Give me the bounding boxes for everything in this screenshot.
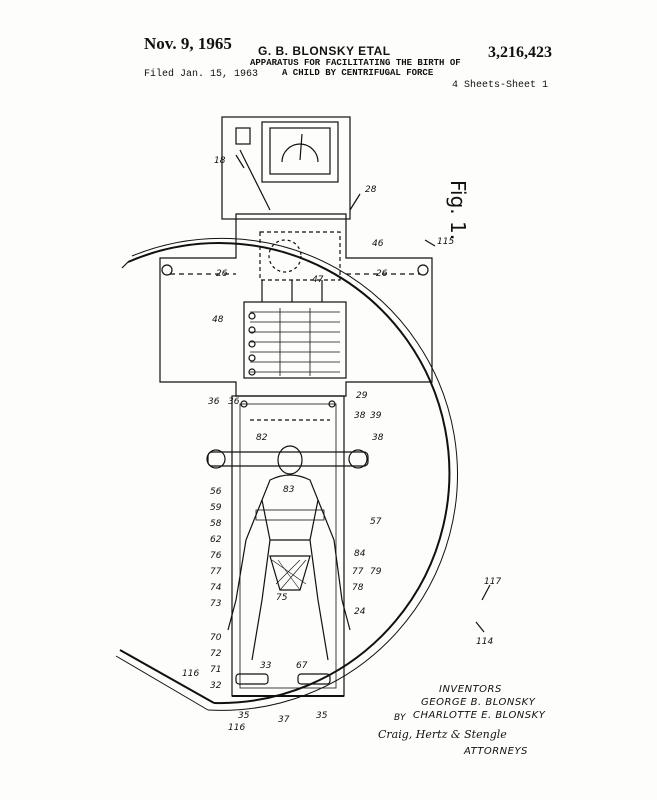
inventor-name-1: GEORGE B. BLONSKY bbox=[421, 697, 536, 708]
ref-numeral: 84 bbox=[354, 549, 366, 559]
ref-numeral: 71 bbox=[210, 665, 221, 675]
ref-numeral: 75 bbox=[276, 593, 288, 603]
ref-numeral: 26 bbox=[376, 269, 388, 279]
ref-numeral: 62 bbox=[210, 535, 222, 545]
ref-numeral: 73 bbox=[210, 599, 222, 609]
ref-numeral: 114 bbox=[476, 637, 493, 647]
ref-numeral: 32 bbox=[210, 681, 222, 691]
ref-numeral: 35 bbox=[316, 711, 328, 721]
ref-numeral: 77 bbox=[210, 567, 222, 577]
ref-numeral: 70 bbox=[210, 633, 222, 643]
ref-numeral: 37 bbox=[278, 715, 290, 725]
ref-numeral: 18 bbox=[214, 156, 226, 166]
ref-numeral: 76 bbox=[210, 551, 222, 561]
attorneys-label: ATTORNEYS bbox=[464, 746, 528, 757]
figure-label: Fig. 1. bbox=[446, 180, 470, 241]
patent-number: 3,216,423 bbox=[488, 44, 552, 61]
ref-numeral: 74 bbox=[210, 583, 222, 593]
sheet-count: 4 Sheets-Sheet 1 bbox=[452, 80, 549, 91]
patent-title-line-1: APPARATUS FOR FACILITATING THE BIRTH OF bbox=[250, 58, 461, 68]
ref-numeral: 35 bbox=[238, 711, 250, 721]
reference-numerals: 18 28 115 46 26 26 47 48 36 29 36 38 39 … bbox=[182, 156, 501, 733]
ref-numeral: 116 bbox=[182, 669, 199, 679]
ref-numeral: 39 bbox=[370, 411, 382, 421]
filed-date: Filed Jan. 15, 1963 bbox=[144, 69, 259, 80]
ref-numeral: 67 bbox=[296, 661, 308, 671]
ref-numeral: 47 bbox=[312, 275, 324, 285]
ref-numeral: 59 bbox=[210, 503, 222, 513]
ref-numeral: 72 bbox=[210, 649, 222, 659]
ref-numeral: 28 bbox=[365, 185, 377, 195]
inventors-label: INVENTORS bbox=[439, 684, 502, 695]
patent-title-line-2: A CHILD BY CENTRIFUGAL FORCE bbox=[282, 68, 434, 78]
ref-numeral: 38 bbox=[372, 433, 384, 443]
ref-numeral: 58 bbox=[210, 519, 222, 529]
ref-numeral: 83 bbox=[283, 485, 295, 495]
inventors-heading: G. B. BLONSKY ETAL bbox=[258, 44, 391, 58]
attorney-signature: Craig, Hertz & Stengle bbox=[378, 728, 507, 741]
ref-numeral: 78 bbox=[352, 583, 364, 593]
ref-numeral: 26 bbox=[216, 269, 228, 279]
ref-numeral: 77 bbox=[352, 567, 364, 577]
ref-numeral: 33 bbox=[260, 661, 272, 671]
ref-numeral: 48 bbox=[212, 315, 224, 325]
ref-numeral: 38 bbox=[354, 411, 366, 421]
ref-numeral: 24 bbox=[354, 607, 366, 617]
ref-numeral: 82 bbox=[256, 433, 268, 443]
patent-date: Nov. 9, 1965 bbox=[144, 34, 232, 53]
ref-numeral: 117 bbox=[484, 577, 501, 587]
inventor-name-2: CHARLOTTE E. BLONSKY bbox=[413, 710, 546, 721]
ref-numeral: 56 bbox=[210, 487, 222, 497]
by-label: BY bbox=[394, 713, 406, 723]
ref-numeral: 116 bbox=[228, 723, 245, 733]
ref-numeral: 57 bbox=[370, 517, 382, 527]
ref-numeral: 36 bbox=[228, 397, 240, 407]
ref-numeral: 36 bbox=[208, 397, 220, 407]
ref-numeral: 46 bbox=[372, 239, 384, 249]
ref-numeral: 79 bbox=[370, 567, 382, 577]
ref-numeral: 29 bbox=[356, 391, 368, 401]
ref-numeral: 115 bbox=[437, 237, 454, 247]
